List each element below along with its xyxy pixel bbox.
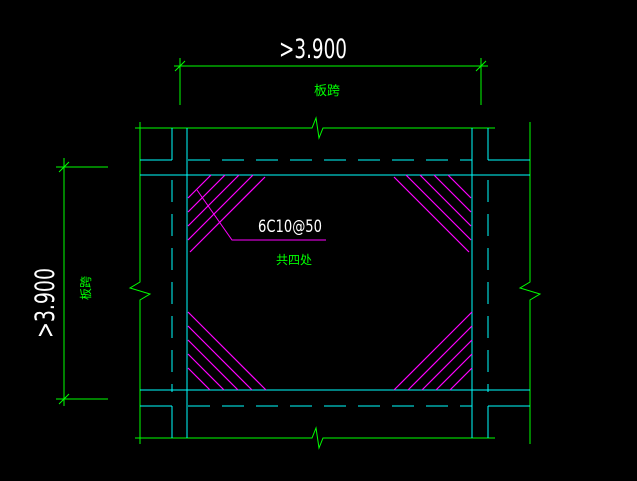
- rebar-callout-spec: 6C10@50: [258, 217, 322, 237]
- top-dim-label: 板跨: [314, 84, 340, 99]
- rebar-top-left: [187, 174, 266, 253]
- left-dim-value: >3.900: [30, 268, 61, 338]
- top-dim-tick-right: [475, 60, 487, 72]
- rebar-bottom-left: [187, 311, 267, 391]
- left-dimension: [56, 158, 108, 406]
- beams: [140, 128, 530, 438]
- left-dim-tick-bottom: [58, 393, 70, 405]
- top-dimension: [174, 58, 488, 105]
- top-dim-value: >3.900: [279, 34, 347, 65]
- top-dim-tick-left: [174, 60, 186, 72]
- rebar-top-right: [393, 174, 472, 253]
- slab-edge-right: [518, 122, 542, 444]
- left-dim-tick-top: [58, 161, 70, 173]
- rebar-bottom-right: [393, 311, 473, 391]
- left-dim-label: 板跨: [79, 276, 93, 300]
- rebar-callout-leader: [196, 189, 326, 241]
- rebar-callout-note: 共四处: [276, 253, 312, 267]
- slab-edge-top: [135, 116, 495, 140]
- slab-edge-left: [128, 122, 152, 444]
- slab-edge-bottom: [135, 426, 495, 450]
- slab-boundary: [128, 116, 542, 450]
